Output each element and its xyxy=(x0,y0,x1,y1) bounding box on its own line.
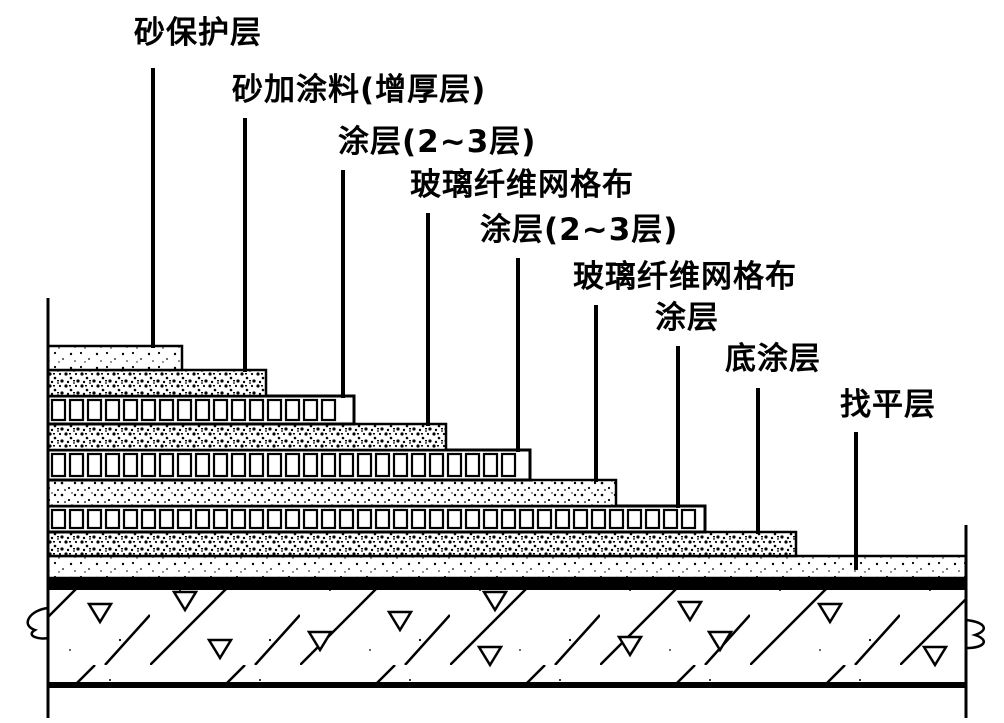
aggregate-mark xyxy=(616,635,644,658)
aggregate-mark xyxy=(481,590,509,613)
label-glass-fiber-mesh-lower: 玻璃纤维网格布 xyxy=(573,259,797,295)
coating-upper-layer xyxy=(46,422,448,452)
coating-lower-layer xyxy=(46,478,618,508)
label-base-coating: 底涂层 xyxy=(725,341,821,377)
aggregate-mark xyxy=(306,630,334,653)
glass-fiber-mesh-lower-layer xyxy=(46,504,707,534)
aggregate-mark xyxy=(386,610,414,633)
aggregate-mark xyxy=(476,645,504,668)
base-coating-layer xyxy=(46,530,798,558)
aggregate-mark xyxy=(206,638,234,661)
aggregate-mark xyxy=(706,630,734,653)
aggregate-mark xyxy=(171,590,199,613)
label-sand-coating-thick: 砂加涂料(增厚层) xyxy=(232,72,487,108)
label-glass-fiber-mesh-upper: 玻璃纤维网格布 xyxy=(410,167,634,203)
label-sand-protection: 砂保护层 xyxy=(134,15,262,51)
label-coating: 涂层 xyxy=(655,300,719,336)
slab-bottom-line xyxy=(48,682,966,688)
aggregate-mark xyxy=(676,600,704,623)
sand-protection-layer xyxy=(46,344,184,372)
slab-top-line xyxy=(48,578,966,590)
label-coating-2-3-upper: 涂层(2~3层) xyxy=(338,124,537,160)
break-line-left xyxy=(26,606,49,640)
label-coating-2-3-lower: 涂层(2~3层) xyxy=(480,212,679,248)
aggregate-mark xyxy=(921,645,949,668)
leveling-layer xyxy=(46,554,968,580)
aggregate-mark xyxy=(816,602,844,625)
glass-fiber-mesh-upper-layer xyxy=(46,448,532,482)
mesh-top-layer xyxy=(46,394,356,426)
aggregate-mark xyxy=(86,602,114,625)
concrete-slab xyxy=(48,590,966,682)
sand-coating-thick-layer xyxy=(46,368,268,398)
break-line-right xyxy=(965,618,986,650)
label-leveling: 找平层 xyxy=(840,387,936,423)
